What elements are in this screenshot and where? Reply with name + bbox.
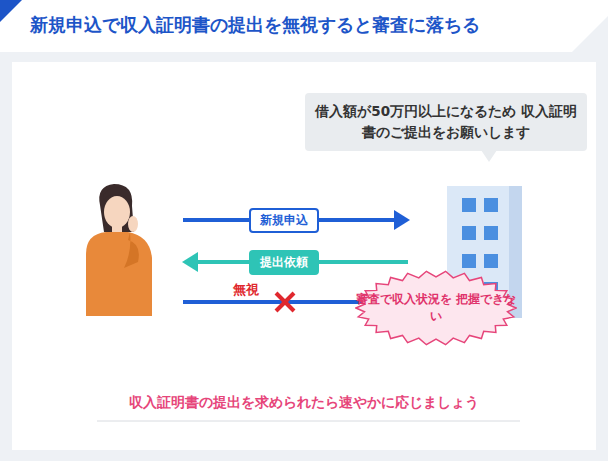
caption: 収入証明書の提出を求められたら速やかに応じましょう: [0, 394, 608, 412]
person-figure: [86, 184, 152, 316]
ignore-label: 無視: [233, 281, 259, 299]
node-text: 審査で収入状況を 把握できない: [355, 291, 517, 326]
node-text: 提出依頼: [260, 254, 308, 271]
speech-bubble: 借入額が50万円以上になるため 収入証明書のご提出をお願いします: [305, 93, 587, 151]
corner-cut: [572, 16, 608, 52]
corner-mark: [0, 0, 22, 22]
node-text: 新規申込: [260, 212, 308, 229]
burst-outline: [355, 270, 517, 346]
alert-burst: 審査で収入状況を 把握できない: [355, 270, 517, 346]
arrow-label-box: 新規申込: [249, 208, 319, 233]
caption-rule: [97, 421, 520, 422]
arrow-label-box: 提出依頼: [249, 250, 319, 275]
title: 新規申込で収入証明書の提出を無視すると審査に落ちる: [30, 13, 480, 37]
node-text: 借入額が50万円以上になるため 収入証明書のご提出をお願いします: [315, 101, 577, 143]
